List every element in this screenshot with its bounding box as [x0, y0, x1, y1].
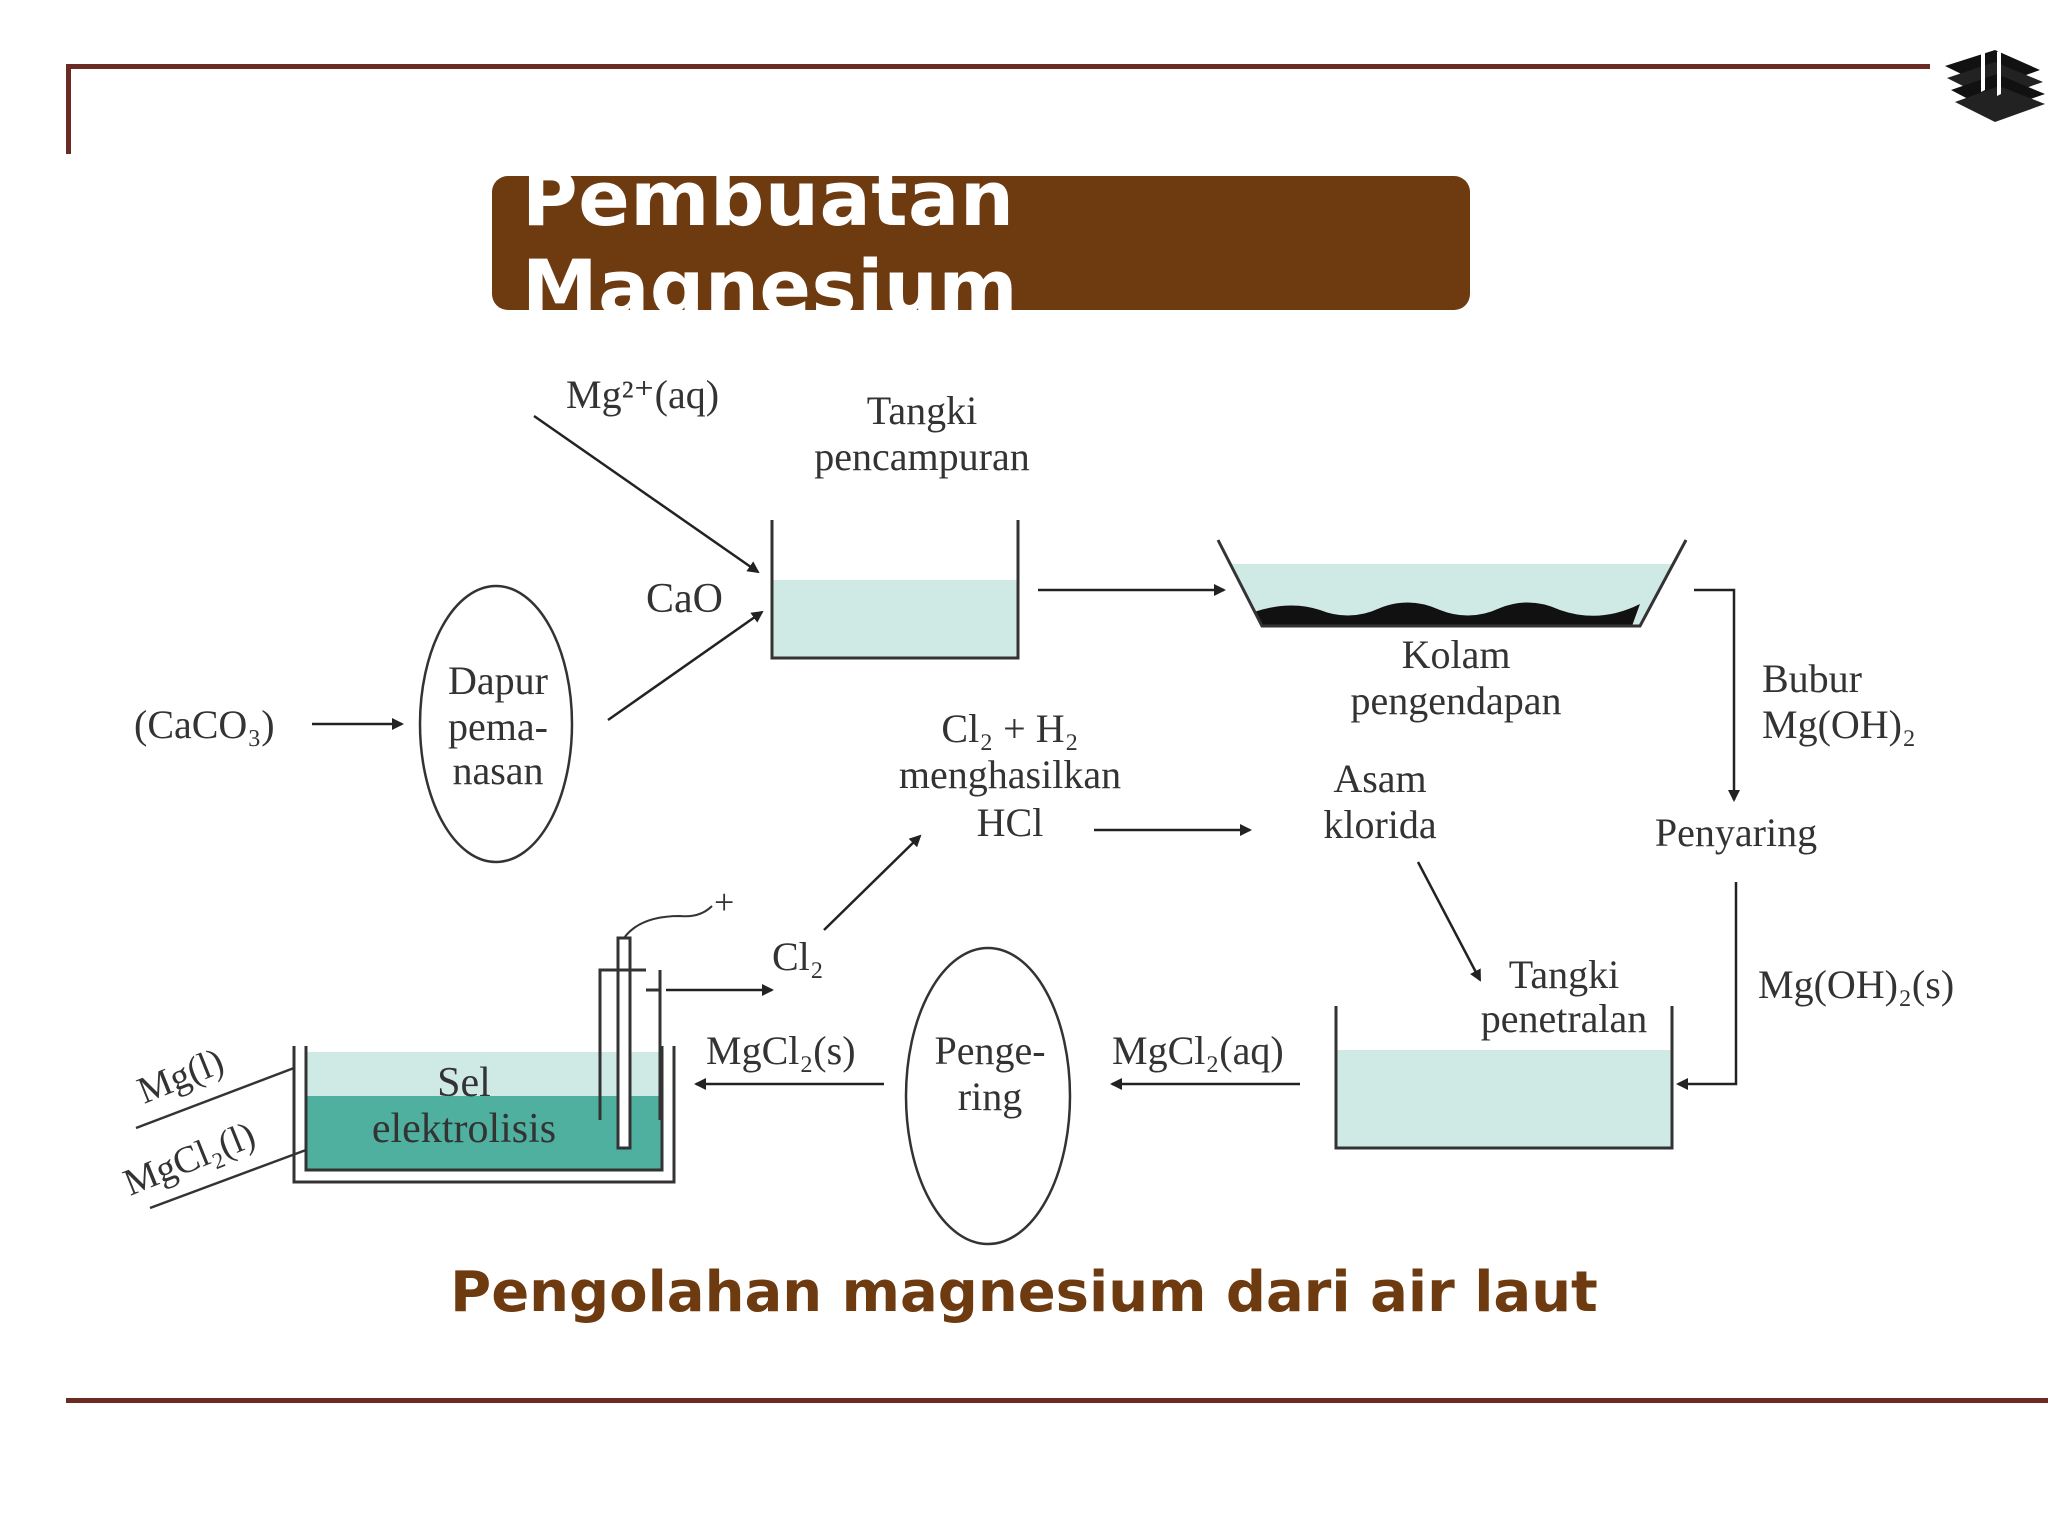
label-furnace-1: Dapur [448, 658, 548, 703]
label-mixing-tank-1: Tangki [867, 388, 978, 433]
neutralization-tank [1334, 1006, 1674, 1150]
label-cl2: Cl₂ [772, 934, 824, 979]
label-neutralization-1: Tangki [1509, 952, 1620, 997]
electrolysis-cell-dark [306, 1096, 662, 1170]
dryer-ellipse [904, 946, 1072, 1246]
electrolysis-cell-outer [292, 1046, 676, 1184]
bottom-frame-line [66, 1398, 2048, 1403]
label-cao: CaO [646, 576, 723, 622]
title-banner: Pembuatan Magnesium [492, 154, 1470, 332]
label-mgcl2-s: MgCl₂(s) [706, 1028, 856, 1073]
label-mixing-tank-2: pencampuran [814, 434, 1029, 479]
label-furnace-2: pema- [448, 704, 548, 749]
mg-outlet-line-1 [135, 1066, 295, 1130]
label-mg-ion: Mg²⁺(aq) [566, 372, 719, 417]
label-dryer-1: Penge- [934, 1028, 1045, 1073]
top-frame-line [66, 64, 1930, 69]
label-dryer-2: ring [958, 1074, 1022, 1119]
diagram-caption: Pengolahan magnesium dari air laut [450, 1260, 1598, 1325]
label-hcl-3: HCl [977, 800, 1044, 845]
neutralization-tank-liquid [1336, 1050, 1672, 1148]
arrow-cl2-to-hcl [823, 834, 922, 931]
label-slurry-1: Bubur [1762, 656, 1862, 701]
label-neutralization-2: penetralan [1481, 996, 1648, 1041]
mixing-tank [770, 520, 1020, 660]
arrow-pond-to-filter [1694, 588, 1740, 802]
label-mgcl2-aq: MgCl₂(aq) [1112, 1028, 1284, 1073]
label-mg-liquid: Mg(l) [132, 1040, 230, 1112]
label-hcl-1: Cl₂ + H₂ [941, 706, 1078, 751]
mg-outlet-line-2 [149, 1148, 307, 1210]
label-acid-1: Asam [1333, 756, 1426, 801]
label-mgoh2-solid: Mg(OH)₂(s) [1758, 962, 1954, 1007]
slide-title: Pembuatan Magnesium [522, 154, 1019, 332]
arrow-acid-to-neutralization [1416, 861, 1482, 982]
label-pond-1: Kolam [1402, 632, 1511, 677]
arrow-filter-to-neutralization [1676, 882, 1738, 1090]
label-plus: + [714, 882, 734, 922]
label-acid-2: klorida [1323, 802, 1437, 847]
left-frame-line [66, 64, 71, 154]
mixing-tank-liquid [772, 580, 1018, 658]
arrow-cao-to-tank [607, 610, 764, 722]
arrow-mg-to-tank [533, 414, 760, 574]
settling-pond-water [1232, 564, 1674, 626]
settling-pond [1216, 539, 1688, 628]
anode-wire [623, 905, 713, 939]
electrolysis-cell-inner [304, 1046, 664, 1172]
label-caco3: (CaCO₃) [134, 702, 275, 747]
label-furnace-3: nasan [452, 748, 543, 793]
anode-hood [598, 968, 662, 1120]
label-slurry-2: Mg(OH)₂ [1762, 702, 1916, 747]
furnace-ellipse [418, 584, 574, 864]
label-filter: Penyaring [1655, 810, 1817, 855]
label-pond-2: pengendapan [1350, 678, 1561, 723]
label-hcl-2: menghasilkan [899, 752, 1121, 797]
electrolysis-cell-light [306, 1052, 662, 1096]
settling-pond-sediment [1254, 602, 1640, 626]
label-cell-1: Sel [437, 1060, 491, 1106]
label-cell-2: elektrolisis [372, 1106, 556, 1152]
